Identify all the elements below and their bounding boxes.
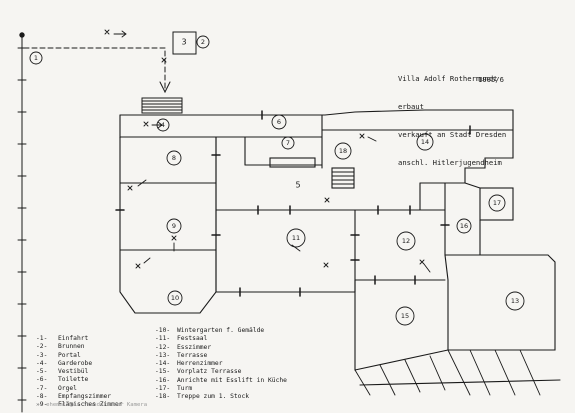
arrow-down xyxy=(159,81,171,94)
room-number-6: 6 xyxy=(277,118,281,126)
room-number-16: 16 xyxy=(460,222,468,230)
room-number-7: 7 xyxy=(286,139,290,147)
room-number-2: 2 xyxy=(201,38,205,46)
room-number-11: 11 xyxy=(292,234,300,242)
camera-footnote: x→ ehemaliger Standort der Kamera xyxy=(36,402,148,408)
room-number-15: 15 xyxy=(401,312,409,320)
room-number-9: 9 xyxy=(172,222,176,230)
room-circle-18 xyxy=(334,142,352,160)
legend-right: -10-Wintergarten f. Gemälde -11-Festsaal… xyxy=(155,327,287,402)
room-number-5: 5 xyxy=(295,181,300,190)
room-number-18: 18 xyxy=(339,147,347,155)
portal-stairs xyxy=(141,97,183,114)
legend-item: -17-Turm xyxy=(155,385,193,393)
legend-item: -2-Brunnen xyxy=(36,343,85,351)
room-circle-13 xyxy=(505,291,525,311)
legend-item: -7-Orgel xyxy=(36,384,77,392)
room-circle-6 xyxy=(271,114,287,130)
room-circle-17 xyxy=(488,194,506,212)
room-circle-16 xyxy=(456,218,472,234)
wall-ticks xyxy=(115,110,471,297)
building-outline xyxy=(119,109,561,396)
legend-item: -4-Garderobe xyxy=(36,359,93,367)
title-later-use: anschl. Hitlerjugendheim xyxy=(398,158,502,168)
legend-item: -1-Einfahrt xyxy=(36,335,89,342)
dashed-path xyxy=(23,47,166,93)
legend-item: -6-Toilette xyxy=(36,376,89,384)
title-block: Villa Adolf Rothermundt erbaut verkauft … xyxy=(398,55,506,177)
room-number-1: 1 xyxy=(34,54,38,62)
room-circle-11 xyxy=(286,228,306,248)
room-number-17: 17 xyxy=(493,199,501,207)
room-number-10: 10 xyxy=(171,294,179,302)
legend-item: -18-Treppe zum 1. Stock xyxy=(155,393,250,401)
room-number-8: 8 xyxy=(172,154,176,162)
legend-item: -11-Festsaal xyxy=(155,335,208,343)
legend-item: -3-Portal xyxy=(36,351,81,359)
legend-item: -9-Flämisches Zimmer xyxy=(36,401,123,409)
room-circle-14 xyxy=(416,133,434,151)
legend-item: -15-Vorplatz Terrasse xyxy=(155,368,242,376)
legend-item: -8-Empfangszimmer xyxy=(36,393,112,401)
room-circle-9 xyxy=(166,218,182,234)
room-circle-7 xyxy=(281,136,295,150)
room-circle-15 xyxy=(395,306,415,326)
room-number-3: 3 xyxy=(181,38,186,47)
room-circle-1 xyxy=(29,51,43,65)
room-number-12: 12 xyxy=(402,237,410,245)
legend-item: -14-Herrenzimmer xyxy=(155,360,223,368)
legend-item: -16-Anrichte mit Esslift in Küche xyxy=(155,376,287,384)
room-number-circles xyxy=(29,35,525,326)
title-villa: Villa Adolf Rothermundt xyxy=(398,73,498,83)
driveway-line xyxy=(17,32,27,413)
legend-item: -10-Wintergarten f. Gemälde xyxy=(155,327,265,334)
fountain-box xyxy=(172,31,197,55)
title-year: 1905/6 xyxy=(478,75,504,84)
room-number-4: 4 xyxy=(161,121,165,129)
room-circle-12 xyxy=(396,231,416,251)
title-built: erbaut xyxy=(398,102,424,112)
room-number-13: 13 xyxy=(511,297,519,305)
legend-item: -5-Vestibül xyxy=(36,368,89,376)
legend-item: -12-Esszimmer xyxy=(155,343,212,351)
legend-left: -1-Einfahrt -2-Brunnen -3-Portal -4-Gard… xyxy=(36,335,122,410)
room-circle-8 xyxy=(166,150,182,166)
room-circle-10 xyxy=(167,290,183,306)
room-circle-2 xyxy=(196,35,210,49)
room-number-14: 14 xyxy=(421,138,429,146)
title-sold: verkauft an Stadt Dresden xyxy=(398,130,507,140)
room-circle-4 xyxy=(156,118,170,132)
camera-markers xyxy=(104,29,431,273)
legend-item: -13-Terrasse xyxy=(155,351,208,359)
